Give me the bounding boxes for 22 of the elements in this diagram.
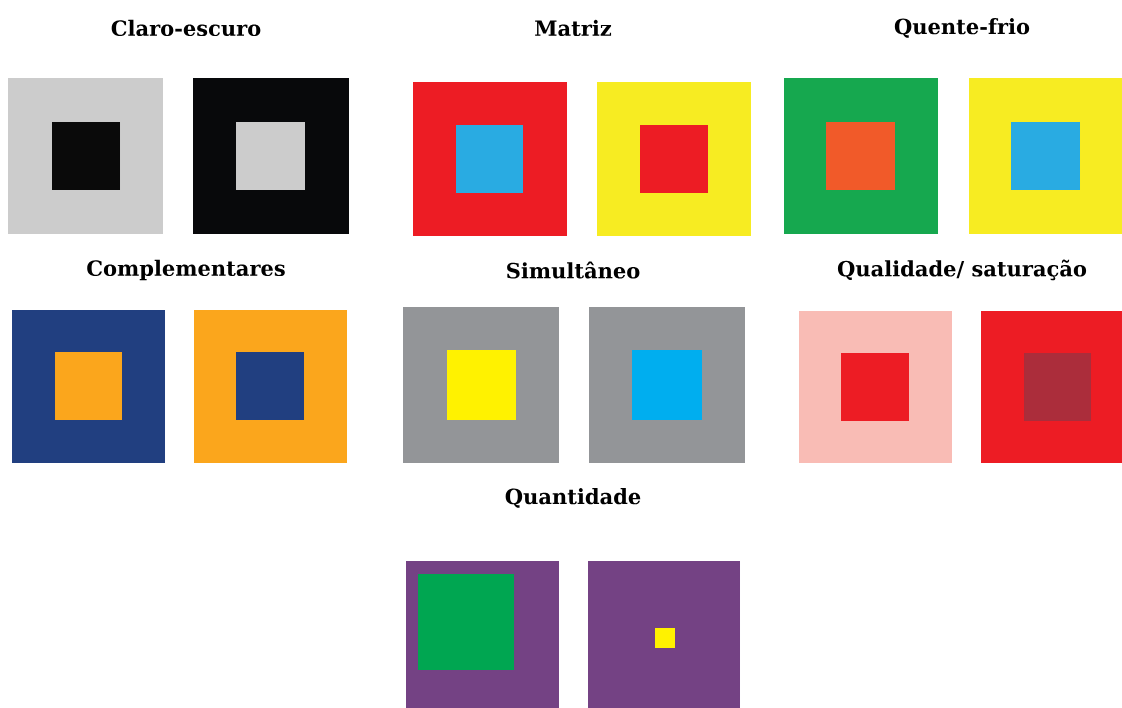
- inner-square: [236, 352, 304, 420]
- inner-square: [655, 628, 675, 648]
- inner-square: [52, 122, 120, 190]
- heading: Quente-frio: [894, 18, 1030, 38]
- heading: Quantidade: [505, 488, 641, 508]
- heading: Simultâneo: [507, 261, 640, 279]
- inner-square: [418, 574, 514, 670]
- inner-square: [632, 350, 702, 420]
- inner-square: [456, 125, 523, 193]
- heading: Matriz: [535, 19, 612, 37]
- heading: Complementares: [87, 259, 285, 281]
- heading: Qualidade/ saturação: [837, 259, 1087, 281]
- inner-square: [1024, 353, 1091, 421]
- inner-square: [826, 122, 895, 190]
- inner-square: [1011, 122, 1080, 190]
- outer-square: [588, 561, 740, 708]
- inner-square: [447, 350, 516, 420]
- inner-square: [55, 352, 122, 420]
- heading: Claro-escuro: [111, 19, 261, 37]
- inner-square: [640, 125, 708, 193]
- inner-square: [236, 122, 305, 190]
- inner-square: [841, 353, 909, 421]
